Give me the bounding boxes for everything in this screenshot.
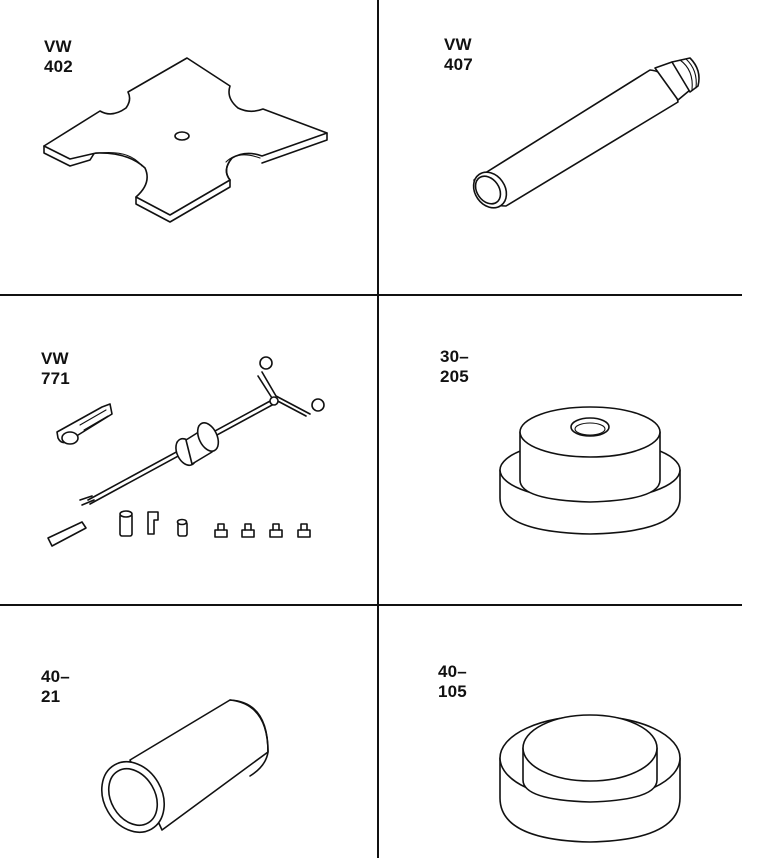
tool-label: VW 407 — [444, 35, 473, 74]
tool-label: VW 771 — [41, 349, 70, 388]
tool-label: 40–21 — [41, 667, 70, 706]
tool-label: VW 402 — [44, 37, 73, 76]
nut-adapters — [214, 523, 311, 538]
tool-label: 40–105 — [438, 662, 467, 701]
tool-label: 30–205 — [440, 347, 469, 386]
